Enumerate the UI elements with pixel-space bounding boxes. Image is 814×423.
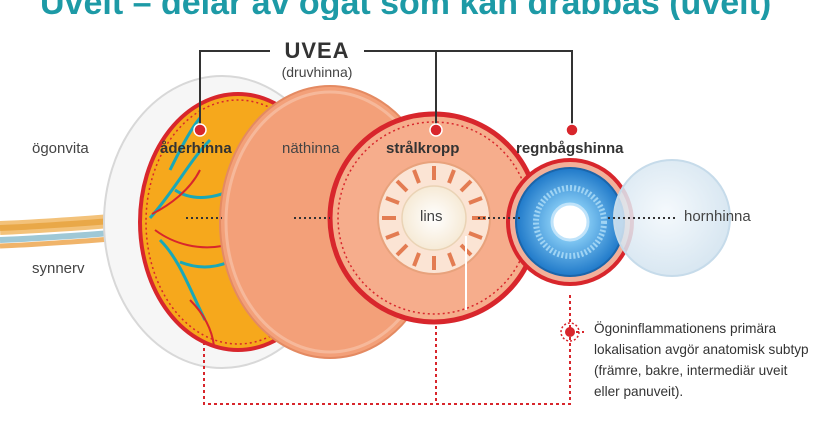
uvea-label: UVEA: [272, 38, 362, 64]
uvea-sub-label: (druvhinna): [262, 64, 372, 80]
lens-label: lins: [420, 208, 443, 225]
sclera-label: ögonvita: [32, 140, 89, 157]
pupil: [552, 204, 588, 240]
ciliary-body-label: strålkropp: [386, 140, 459, 157]
iris-label: regnbågshinna: [516, 140, 624, 157]
subtype-note: Ögoninflammationens primära lokalisation…: [594, 318, 814, 402]
retina-label: näthinna: [282, 140, 340, 157]
cornea-label: hornhinna: [684, 208, 751, 225]
optic-nerve-label: synnerv: [32, 260, 85, 277]
choroid-label: åderhinna: [160, 140, 232, 157]
